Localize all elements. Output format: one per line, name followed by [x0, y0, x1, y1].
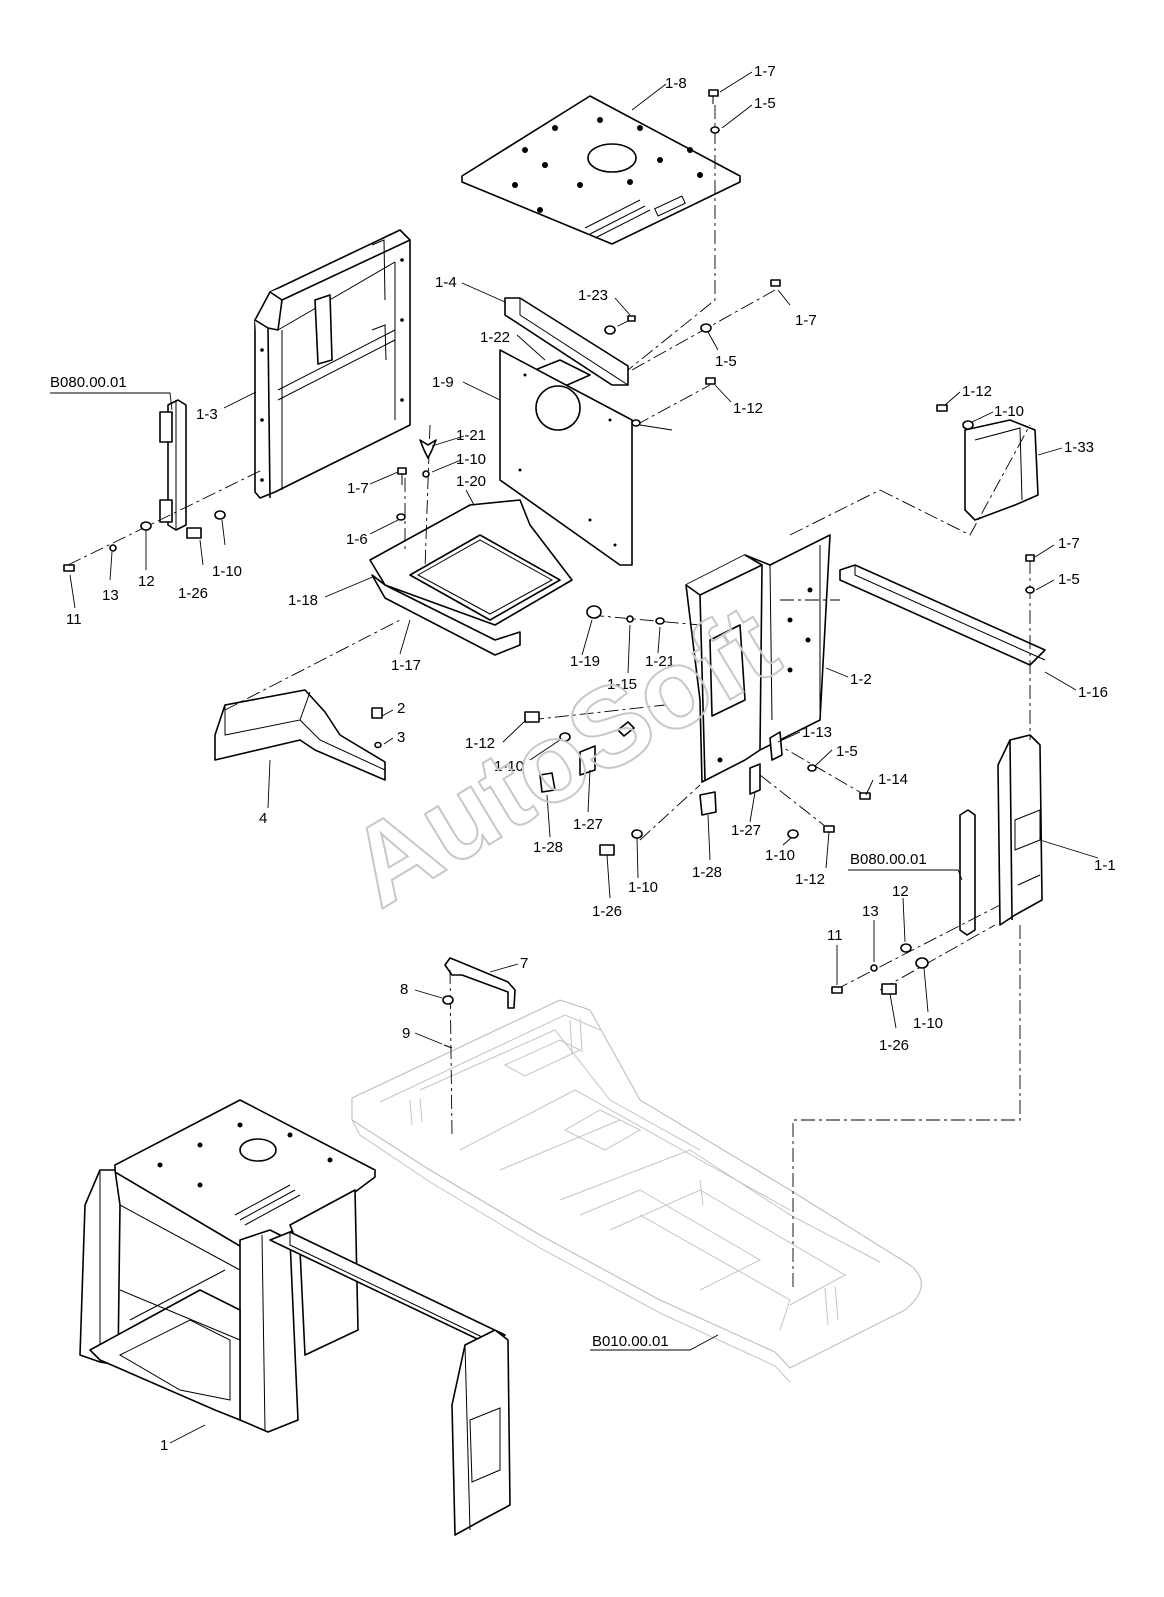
callout-1-20: 1-20 — [456, 473, 486, 490]
callout-1-10-b: 1-10 — [212, 563, 242, 580]
assembly-lines — [67, 105, 1031, 1290]
callout-1-26-b: 1-26 — [592, 903, 622, 920]
callout-1-10-a: 1-10 — [456, 451, 486, 468]
callout-11-right: 11 — [827, 927, 843, 944]
callout-1-7-b: 1-7 — [795, 312, 817, 329]
part-1-17-tray — [371, 574, 521, 656]
callout-1-10-g: 1-10 — [913, 1015, 943, 1032]
callout-1-13: 1-13 — [802, 724, 832, 741]
callout-1-19: 1-19 — [570, 653, 600, 670]
part-7-handle — [444, 957, 516, 1009]
callout-1-14: 1-14 — [878, 771, 908, 788]
part-1-2-column — [685, 534, 831, 783]
part-1-assembled-cab-frame — [79, 1099, 511, 1536]
part-1-8-top-plate — [461, 95, 741, 245]
callout-labels: 1-8 1-7 1-5 1-4 1-23 1-7 1-22 1-5 1-9 1-… — [50, 63, 1116, 1454]
callout-13-left: 13 — [102, 587, 119, 604]
callout-11-left: 11 — [66, 611, 82, 628]
callout-1-3: 1-3 — [196, 406, 218, 423]
callout-1-8: 1-8 — [665, 75, 687, 92]
callout-1-26-c: 1-26 — [879, 1037, 909, 1054]
callout-2: 2 — [397, 700, 405, 717]
callout-12-right: 12 — [892, 883, 909, 900]
callout-1-17: 1-17 — [391, 657, 421, 674]
callout-1-5-top: 1-5 — [754, 95, 776, 112]
ref-right-hinge: B080.00.01 — [850, 851, 927, 868]
part-1-9-panel — [499, 349, 633, 566]
part-1-4-strip — [504, 297, 629, 386]
part-1-16-bar — [839, 564, 1046, 666]
callout-1-10-d: 1-10 — [494, 758, 524, 775]
callout-1-27-a: 1-27 — [573, 816, 603, 833]
callout-1-7-d: 1-7 — [1058, 535, 1080, 552]
callout-1-22: 1-22 — [480, 329, 510, 346]
callout-1-28-b: 1-28 — [692, 864, 722, 881]
callout-7: 7 — [520, 955, 528, 972]
part-1-18-floor — [369, 499, 573, 626]
callout-12-left: 12 — [138, 573, 155, 590]
callout-1-18: 1-18 — [288, 592, 318, 609]
callout-8: 8 — [400, 981, 408, 998]
callout-1-5-d: 1-5 — [1058, 571, 1080, 588]
callout-1-21-a: 1-21 — [456, 427, 486, 444]
callout-1-12-b: 1-12 — [962, 383, 992, 400]
callout-9: 9 — [402, 1025, 410, 1042]
callout-1-27-b: 1-27 — [731, 822, 761, 839]
chassis-frame-ghost — [351, 999, 922, 1383]
part-1-33-box — [964, 419, 1039, 521]
callout-1-1: 1-1 — [1094, 857, 1116, 874]
callout-1-33: 1-33 — [1064, 439, 1094, 456]
part-1-3-rear-frame — [254, 229, 411, 499]
callout-1-assembly: 1 — [160, 1437, 168, 1454]
callout-1-16: 1-16 — [1078, 684, 1108, 701]
callout-1-7-top: 1-7 — [754, 63, 776, 80]
callout-1-21-b: 1-21 — [645, 653, 675, 670]
callout-1-2: 1-2 — [850, 671, 872, 688]
hardware — [63, 89, 1035, 1049]
callout-1-10-e: 1-10 — [765, 847, 795, 864]
callout-1-23: 1-23 — [578, 287, 608, 304]
ref-frame: B010.00.01 — [592, 1333, 669, 1350]
callout-1-9: 1-9 — [432, 374, 454, 391]
callout-1-6: 1-6 — [346, 531, 368, 548]
callout-1-26-a: 1-26 — [178, 585, 208, 602]
callout-1-12-d: 1-12 — [795, 871, 825, 888]
callout-1-10-f: 1-10 — [628, 879, 658, 896]
callout-1-5-b: 1-5 — [715, 353, 737, 370]
callout-1-10-c: 1-10 — [994, 403, 1024, 420]
callout-1-15: 1-15 — [607, 676, 637, 693]
callout-1-12-a: 1-12 — [733, 400, 763, 417]
part-4-side-cover — [214, 689, 386, 781]
callout-1-4: 1-4 — [435, 274, 457, 291]
callout-1-12-c: 1-12 — [465, 735, 495, 752]
callout-1-5-e: 1-5 — [836, 743, 858, 760]
callout-13-right: 13 — [862, 903, 879, 920]
part-1-1-right-post — [997, 734, 1043, 926]
callout-3: 3 — [397, 729, 405, 746]
right-hinge — [959, 809, 976, 936]
callout-1-28-a: 1-28 — [533, 839, 563, 856]
ref-left-hinge: B080.00.01 — [50, 374, 127, 391]
callout-1-7-c: 1-7 — [347, 480, 369, 497]
left-hinge — [159, 399, 187, 531]
callout-4: 4 — [259, 810, 267, 827]
leader-lines — [50, 71, 1099, 1444]
